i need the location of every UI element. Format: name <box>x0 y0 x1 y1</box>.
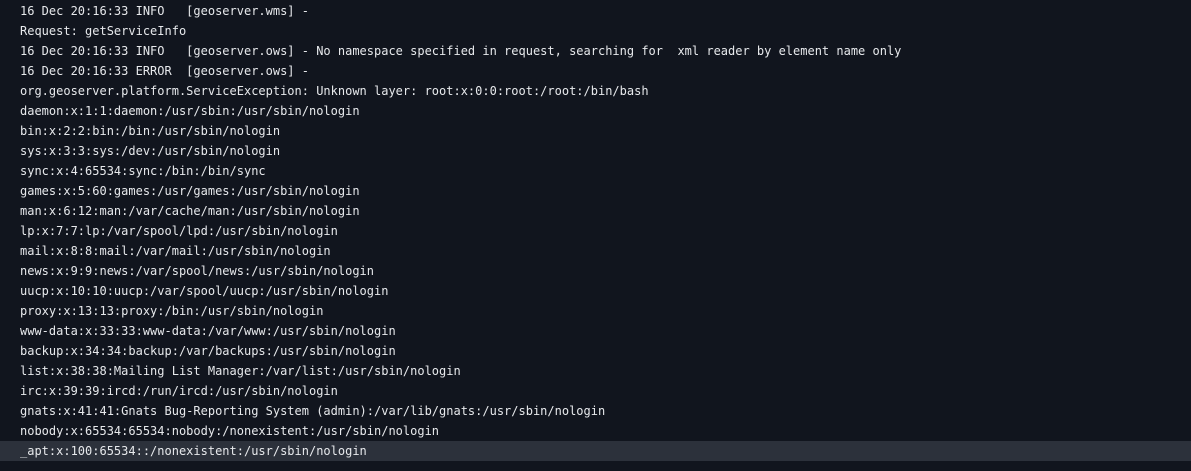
log-line: 16 Dec 20:16:33 ERROR [geoserver.ows] - <box>20 64 309 78</box>
log-line: games:x:5:60:games:/usr/games:/usr/sbin/… <box>20 184 360 198</box>
log-line: 16 Dec 20:16:33 INFO [geoserver.ows] - N… <box>20 44 902 58</box>
log-line: 16 Dec 20:16:33 INFO [geoserver.wms] - <box>20 4 309 18</box>
log-line: lp:x:7:7:lp:/var/spool/lpd:/usr/sbin/nol… <box>20 224 338 238</box>
log-line: proxy:x:13:13:proxy:/bin:/usr/sbin/nolog… <box>20 304 324 318</box>
log-line: gnats:x:41:41:Gnats Bug-Reporting System… <box>20 404 606 418</box>
log-line: www-data:x:33:33:www-data:/var/www:/usr/… <box>20 324 396 338</box>
log-line: sys:x:3:3:sys:/dev:/usr/sbin/nologin <box>20 144 281 158</box>
log-line: backup:x:34:34:backup:/var/backups:/usr/… <box>20 344 396 358</box>
log-line: irc:x:39:39:ircd:/run/ircd:/usr/sbin/nol… <box>20 384 338 398</box>
log-line: bin:x:2:2:bin:/bin:/usr/sbin/nologin <box>20 124 281 138</box>
log-line: list:x:38:38:Mailing List Manager:/var/l… <box>20 364 461 378</box>
log-line: daemon:x:1:1:daemon:/usr/sbin:/usr/sbin/… <box>20 104 360 118</box>
log-line: mail:x:8:8:mail:/var/mail:/usr/sbin/nolo… <box>20 244 331 258</box>
log-line: Request: getServiceInfo <box>20 24 187 38</box>
log-line: nobody:x:65534:65534:nobody:/nonexistent… <box>20 424 440 438</box>
log-line: news:x:9:9:news:/var/spool/news:/usr/sbi… <box>20 264 375 278</box>
log-line: sync:x:4:65534:sync:/bin:/bin/sync <box>20 164 266 178</box>
log-line: uucp:x:10:10:uucp:/var/spool/uucp:/usr/s… <box>20 284 389 298</box>
log-line: org.geoserver.platform.ServiceException:… <box>20 84 649 98</box>
log-line-highlighted: _apt:x:100:65534::/nonexistent:/usr/sbin… <box>0 441 1191 461</box>
log-line: man:x:6:12:man:/var/cache/man:/usr/sbin/… <box>20 204 360 218</box>
